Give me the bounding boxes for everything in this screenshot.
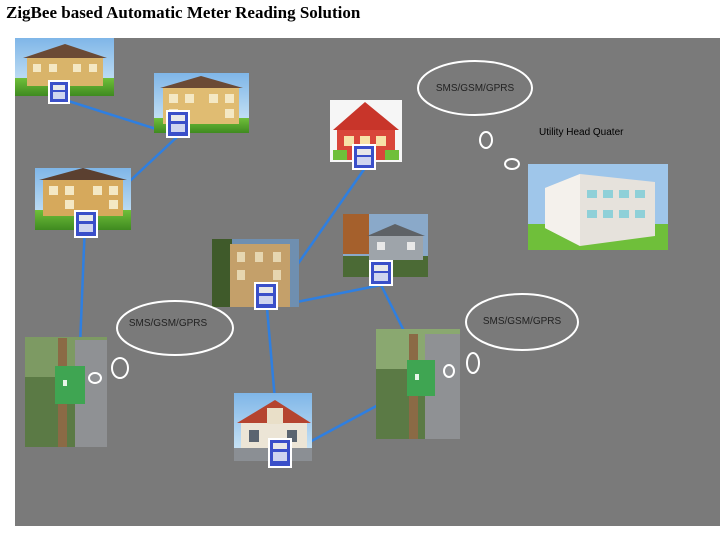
bubble-top-text: SMS/GSM/GPRS (436, 83, 515, 94)
bubble-dot (479, 131, 493, 149)
bubble-dot (466, 352, 480, 374)
bubble-dot (504, 158, 520, 170)
meter-icon (74, 210, 98, 238)
thought-bubble-right: SMS/GSM/GPRS (443, 293, 579, 378)
network-diagram: Utility Head Quater SMS/GSM/GPRS SMS/GSM… (15, 38, 720, 526)
bubble-left-text: SMS/GSM/GPRS (129, 318, 208, 329)
collector-box-icon (376, 329, 460, 439)
meter-icon (166, 110, 190, 138)
bubble-dot (88, 372, 102, 384)
house-icon (154, 73, 249, 133)
meter-icon (369, 260, 393, 286)
bubble-right-text: SMS/GSM/GPRS (483, 316, 562, 327)
meter-icon (268, 438, 292, 468)
thought-bubble-top: SMS/GSM/GPRS (417, 60, 533, 170)
bubble-dot (443, 364, 455, 378)
office-building-icon (528, 164, 668, 250)
house-icon (35, 168, 131, 230)
page-title: ZigBee based Automatic Meter Reading Sol… (6, 3, 361, 22)
meter-icon (48, 80, 70, 104)
bubble-dot (111, 357, 129, 379)
collector-box-icon (25, 337, 107, 447)
hq-label: Utility Head Quater (539, 127, 624, 138)
meter-icon (254, 282, 278, 310)
thought-bubble-left: SMS/GSM/GPRS (88, 300, 234, 384)
meter-icon (352, 144, 376, 170)
